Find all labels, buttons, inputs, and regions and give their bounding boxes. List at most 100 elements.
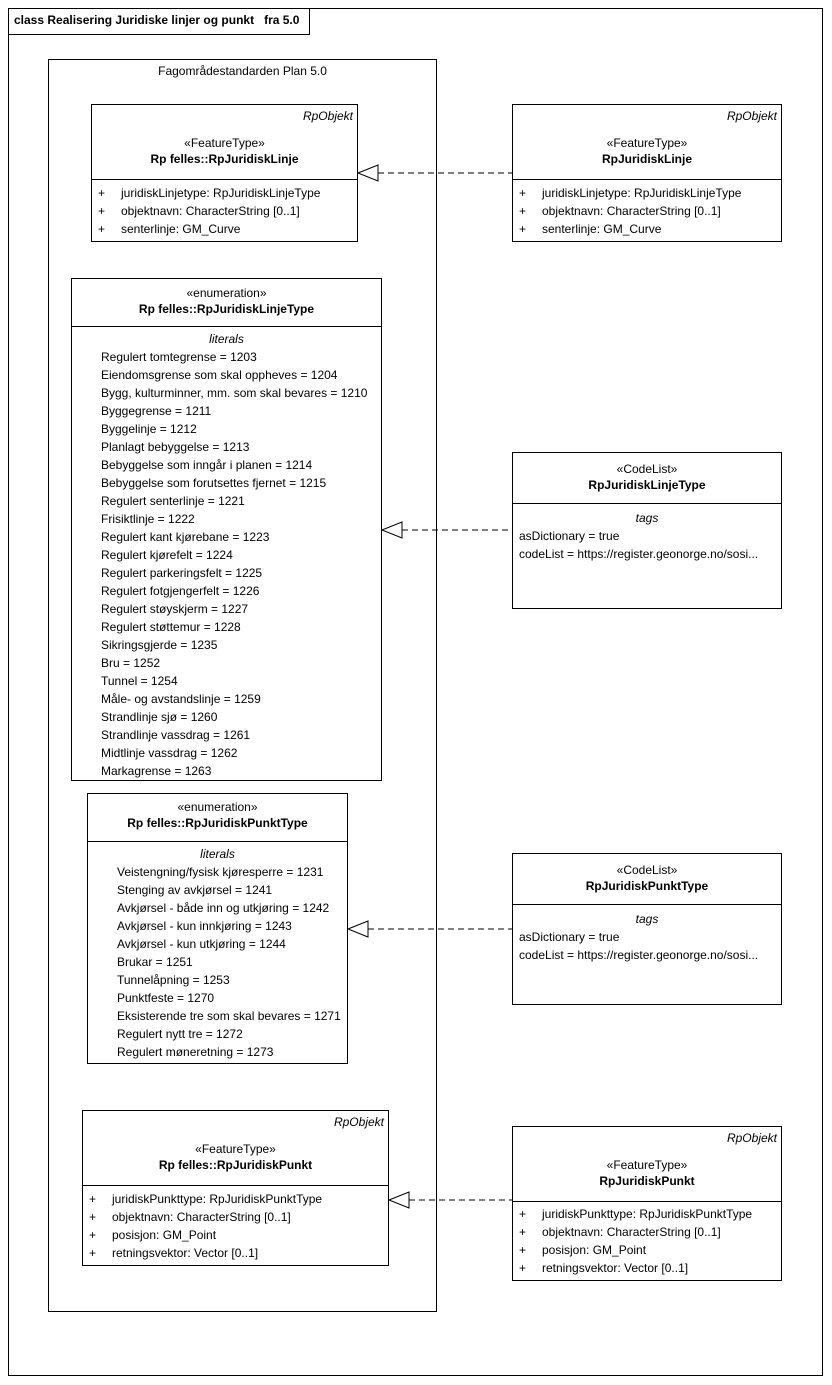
stereotype-label: «enumeration» [186,286,267,300]
enum-literal: Regulert støttemur = 1228 [101,620,241,634]
package-name: Fagområdestandarden Plan 5.0 [158,64,327,78]
stereotype-label: «FeatureType» [606,1158,688,1172]
enum-literal: Byggelinje = 1212 [101,422,197,436]
enum-literal: Brukar = 1251 [117,955,193,969]
tag-row: codeList = https://register.geonorge.no/… [519,948,759,962]
codelist-rpjuridiskpunkttype[interactable]: «CodeList» RpJuridiskPunktType tags asDi… [512,853,782,1005]
enum-literal: Tunnelåpning = 1253 [117,973,230,987]
codelist-rpjuridisklinjetype[interactable]: «CodeList» RpJuridiskLinjeType tags asDi… [512,452,782,609]
class-header: RpObjekt «FeatureType» Rp felles::RpJuri… [92,105,357,180]
class-header: «CodeList» RpJuridiskPunktType [513,854,781,905]
class-name: RpJuridiskPunktType [585,879,709,893]
attribute-row: +juridiskLinjetype: RpJuridiskLinjeType [519,186,742,200]
enum-literal: Stenging av avkjørsel = 1241 [117,883,273,897]
parent-class-label: RpObjekt [726,1131,777,1145]
attribute-row: +posisjon: GM_Point [519,1243,647,1257]
class-header: RpObjekt «FeatureType» RpJuridiskPunkt [513,1127,781,1202]
enum-literal: Eiendomsgrense som skal oppheves = 1204 [101,368,338,382]
attribute-row: +juridiskPunkttype: RpJuridiskPunktType [89,1192,323,1206]
enum-literal: Byggegrense = 1211 [101,404,212,418]
enum-literal: Punktfeste = 1270 [117,991,215,1005]
enum-literal: Regulert parkeringsfelt = 1225 [101,566,263,580]
section-title: literals [209,332,244,346]
stereotype-label: «FeatureType» [184,136,265,150]
attribute-row: +posisjon: GM_Point [89,1228,217,1242]
attribute-row: +senterlinje: GM_Curve [98,222,241,236]
attribute-row: +retningsvektor: Vector [0..1] [519,1261,689,1275]
tag-row: asDictionary = true [519,930,620,944]
diagram-title: class Realisering Juridiske linjer og pu… [8,8,311,35]
class-rpjuridiskpunkt[interactable]: RpObjekt «FeatureType» RpJuridiskPunkt +… [512,1126,782,1281]
enum-literal: Avkjørsel - kun utkjøring = 1244 [117,937,286,951]
enum-rp-felles-rpjuridisklinjetype[interactable]: «enumeration» Rp felles::RpJuridiskLinje… [71,278,382,781]
enum-literal: Bebyggelse som inngår i planen = 1214 [101,458,313,472]
class-header: «enumeration» Rp felles::RpJuridiskLinje… [72,279,381,327]
enum-literal: Regulert kjørefelt = 1224 [101,548,233,562]
class-header: RpObjekt «FeatureType» Rp felles::RpJuri… [83,1111,388,1186]
attribute-row: +objektnavn: CharacterString [0..1] [98,204,300,218]
stereotype-label: «enumeration» [177,800,258,814]
parent-class-label: RpObjekt [333,1115,384,1129]
enum-literal: Bygg, kulturminner, mm. som skal bevares… [101,386,368,400]
realization-arrowhead-linje [356,164,379,182]
class-name: RpJuridiskPunkt [599,1174,695,1188]
package-plan-5-0[interactable] [48,59,437,1312]
enum-literal: Regulert støyskjerm = 1227 [101,602,249,616]
enum-literal: Sikringsgjerde = 1235 [101,638,218,652]
section-title: literals [200,847,235,861]
diagram-frame [8,8,823,1376]
enum-literal: Midtlinje vassdrag = 1262 [101,746,238,760]
class-name: RpJuridiskLinjeType [588,478,706,492]
attribute-row: +retningsvektor: Vector [0..1] [89,1246,259,1260]
class-rp-felles-rpjuridisklinje[interactable]: RpObjekt «FeatureType» Rp felles::RpJuri… [91,104,358,242]
realization-arrowhead-punkttype [346,920,369,938]
class-name: RpJuridiskLinje [601,152,693,166]
enum-literal: Regulert senterlinje = 1221 [101,494,245,508]
stereotype-label: «CodeList» [616,462,678,476]
enum-literal: Avkjørsel - både inn og utkjøring = 1242 [117,901,330,915]
parent-class-label: RpObjekt [726,109,777,123]
class-name: Rp felles::RpJuridiskLinjeType [138,302,315,316]
enum-literal: Veistengning/fysisk kjøresperre = 1231 [117,865,324,879]
class-rpjuridisklinje[interactable]: RpObjekt «FeatureType» RpJuridiskLinje +… [512,104,782,242]
enum-literal: Avkjørsel - kun innkjøring = 1243 [117,919,292,933]
class-name: Rp felles::RpJuridiskLinje [150,152,299,166]
class-name: Rp felles::RpJuridiskPunkt [158,1158,313,1172]
class-rp-felles-rpjuridiskpunkt[interactable]: RpObjekt «FeatureType» Rp felles::RpJuri… [82,1110,389,1266]
attribute-row: +objektnavn: CharacterString [0..1] [519,1225,721,1239]
stereotype-label: «FeatureType» [606,136,688,150]
class-header: «enumeration» Rp felles::RpJuridiskPunkt… [88,794,347,842]
enum-literal: Bebyggelse som forutsettes fjernet = 121… [101,476,327,490]
class-name: Rp felles::RpJuridiskPunktType [127,816,308,830]
enum-literal: Regulert kant kjørebane = 1223 [101,530,270,544]
stereotype-label: «FeatureType» [195,1142,276,1156]
realization-arrowhead-punkt [387,1191,410,1209]
enum-literal: Regulert møneretning = 1273 [117,1045,274,1059]
attribute-row: +juridiskPunkttype: RpJuridiskPunktType [519,1207,753,1221]
enum-rp-felles-rpjuridiskpunkttype[interactable]: «enumeration» Rp felles::RpJuridiskPunkt… [87,793,348,1064]
enum-literal: Frisiktlinje = 1222 [101,512,195,526]
enum-literal: Regulert tomtegrense = 1203 [101,350,257,364]
stereotype-label: «CodeList» [616,863,678,877]
attribute-list: +juridiskPunkttype: RpJuridiskPunktType … [83,1186,388,1262]
enum-literal: Eksisterende tre som skal bevares = 1271 [117,1009,341,1023]
class-header: RpObjekt «FeatureType» RpJuridiskLinje [513,105,781,180]
class-header: «CodeList» RpJuridiskLinjeType [513,453,781,504]
section-title: tags [635,511,659,525]
enum-literal: Strandlinje sjø = 1260 [101,710,218,724]
enum-literal: Planlagt bebyggelse = 1213 [101,440,250,454]
tag-list: tags asDictionary = true codeList = http… [513,504,781,563]
enum-literal: Strandlinje vassdrag = 1261 [101,728,251,742]
tag-row: asDictionary = true [519,529,620,543]
enum-literal: Markagrense = 1263 [101,764,212,778]
attribute-row: +senterlinje: GM_Curve [519,222,662,236]
tag-row: codeList = https://register.geonorge.no/… [519,547,759,561]
attribute-row: +objektnavn: CharacterString [0..1] [89,1210,291,1224]
attribute-row: +objektnavn: CharacterString [0..1] [519,204,721,218]
parent-class-label: RpObjekt [302,109,353,123]
literal-list: literals Veistengning/fysisk kjøresperre… [88,842,347,1061]
enum-literal: Tunnel = 1254 [101,674,178,688]
attribute-row: +juridiskLinjetype: RpJuridiskLinjeType [98,186,321,200]
